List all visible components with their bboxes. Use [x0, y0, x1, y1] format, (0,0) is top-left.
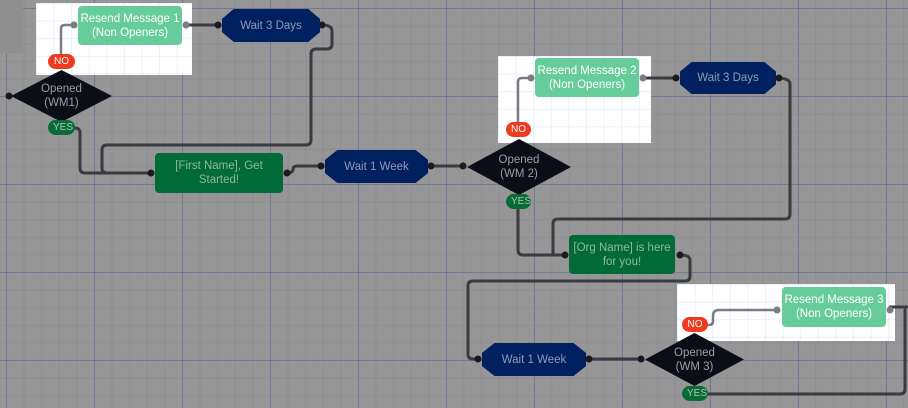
node-resend-message-3[interactable]: Resend Message 3 (Non Openers) [782, 287, 886, 327]
decision-line1: Opened [41, 83, 82, 95]
port-dot[interactable] [318, 21, 326, 29]
port-dot[interactable] [775, 74, 783, 82]
port-dot[interactable] [147, 169, 155, 177]
port-dot[interactable] [773, 306, 781, 314]
decision-line1: Opened [674, 346, 715, 359]
port-dot[interactable] [5, 92, 13, 100]
connector-first-name-to-wait1week [285, 164, 323, 175]
node-wait-1-week-1[interactable]: Wait 1 Week [325, 150, 428, 183]
connector-no-wm2-to-resend2 [516, 76, 533, 124]
badge-no-wm2[interactable]: NO [506, 122, 531, 137]
port-dot[interactable] [585, 355, 593, 363]
side-panel-edge [0, 0, 23, 53]
port-dot[interactable] [886, 306, 894, 314]
connector-wait3-to-org-name [551, 76, 792, 257]
decision-line2: (WM 2) [500, 168, 538, 180]
connector-yes-wm3-onward [705, 308, 907, 396]
port-dot[interactable] [214, 21, 222, 29]
port-dot[interactable] [182, 21, 190, 29]
decision-line2: (WM1) [44, 97, 79, 109]
connector-no-wm3-to-resend3 [707, 308, 779, 327]
port-dot[interactable] [527, 74, 535, 82]
port-dot[interactable] [672, 74, 680, 82]
port-dot[interactable] [637, 355, 645, 363]
port-dot[interactable] [427, 162, 435, 170]
connector-wait3-to-first-name [100, 23, 334, 175]
badge-no-wm1[interactable]: NO [48, 54, 75, 69]
node-wait-3-days-2[interactable]: Wait 3 Days [680, 62, 776, 94]
badge-yes-wm1[interactable]: YES [48, 120, 75, 135]
connector-org-name-to-wait1week [466, 253, 692, 361]
node-wait-3-days-1[interactable]: Wait 3 Days [222, 9, 320, 42]
port-dot[interactable] [561, 251, 569, 259]
connector-yes-wm1-to-first-name [73, 126, 153, 175]
port-dot[interactable] [317, 162, 325, 170]
node-first-name-get-started[interactable]: [First Name], Get Started! [155, 153, 283, 193]
node-org-name-here-for-you[interactable]: [Org Name] is here for you! [569, 235, 675, 274]
decision-line1: Opened [498, 154, 540, 166]
badge-yes-wm3[interactable]: YES [682, 386, 708, 401]
port-dot[interactable] [676, 251, 684, 259]
port-dot[interactable] [459, 162, 467, 170]
decision-line2: (WM 3) [675, 360, 714, 373]
badge-yes-wm2[interactable]: YES [506, 194, 531, 209]
node-wait-1-week-2[interactable]: Wait 1 Week [482, 343, 586, 376]
connector-no-wm1-to-resend1 [59, 23, 76, 58]
badge-no-wm3[interactable]: NO [682, 317, 708, 332]
port-dot[interactable] [474, 355, 482, 363]
port-dot[interactable] [283, 169, 291, 177]
node-resend-message-2[interactable]: Resend Message 2 (Non Openers) [535, 58, 639, 97]
port-dot[interactable] [70, 21, 78, 29]
node-resend-message-1[interactable]: Resend Message 1 (Non Openers) [78, 6, 182, 45]
port-dot[interactable] [639, 74, 647, 82]
connector-yes-wm2-to-org-name [516, 208, 567, 257]
